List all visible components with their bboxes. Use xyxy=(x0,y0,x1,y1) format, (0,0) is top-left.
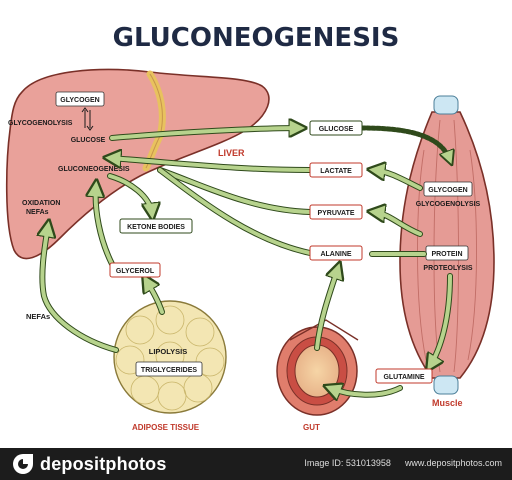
muscle-bottom-tendon xyxy=(433,375,459,395)
adipose-nefas-label: NEFAs xyxy=(26,312,50,321)
arrow-glucose-to-muscle xyxy=(359,125,450,160)
glucose-box xyxy=(309,120,363,136)
lactate-box xyxy=(309,162,363,178)
gluconeogenesis-diagram: GLUCONEOGENESIS LIVER GLYCOGEN GLYCOGENO… xyxy=(5,23,495,432)
ketone-bodies-box xyxy=(119,218,193,234)
alanine-label: ALANINE xyxy=(320,251,351,258)
liver-nefas-label: NEFAs xyxy=(26,209,49,216)
triglycerides-label: TRIGLYCERIDES xyxy=(141,367,197,374)
liver-glycogen-label: GLYCOGEN xyxy=(60,97,99,104)
triglycerides-box xyxy=(135,361,203,377)
muscle-organ xyxy=(399,95,495,395)
depositphotos-logo-icon xyxy=(13,454,33,474)
adipose-label: ADIPOSE TISSUE xyxy=(132,423,200,432)
muscle-glycogen-label: GLYCOGEN xyxy=(428,187,467,194)
arrow-pyruvate-to-liver xyxy=(157,167,313,215)
glutamine-label: GLUTAMINE xyxy=(383,374,424,381)
lactate-label: LACTATE xyxy=(320,168,352,175)
adipose-lipolysis-label: LIPOLYSIS xyxy=(149,347,188,356)
muscle-glycogenolysis-label: GLYCOGENOLYSIS xyxy=(416,201,481,208)
depositphotos-logo: depositphotos xyxy=(12,453,167,475)
muscle-proteolysis-label: PROTEOLYSIS xyxy=(423,265,472,272)
depositphotos-brand: depositphotos xyxy=(40,453,167,474)
gut-label: GUT xyxy=(303,423,320,432)
liver-glucose-label: GLUCOSE xyxy=(71,137,106,144)
alanine-box xyxy=(309,245,363,261)
site-url-text: www.depositphotos.com xyxy=(404,458,502,468)
image-id-text: Image ID: 531013958 xyxy=(304,458,391,468)
liver-glycogen-box xyxy=(55,91,105,107)
diagram-title: GLUCONEOGENESIS xyxy=(113,23,400,53)
pyruvate-box xyxy=(309,204,363,220)
glycerol-label: GLYCEROL xyxy=(116,268,155,275)
muscle-label: Muscle xyxy=(432,398,463,408)
liver-glycogenolysis-label: GLYCOGENOLYSIS xyxy=(8,120,73,127)
ketone-bodies-label: KETONE BODIES xyxy=(127,224,185,231)
liver-label: LIVER xyxy=(218,148,245,158)
muscle-glycogen-box xyxy=(423,181,473,197)
adipose-organ xyxy=(113,300,227,414)
liver-shape xyxy=(5,68,270,260)
muscle-top-tendon xyxy=(433,95,459,115)
footer-meta: Image ID: 531013958 www.depositphotos.co… xyxy=(304,458,502,468)
glutamine-box xyxy=(375,368,433,384)
glycerol-box xyxy=(109,262,161,278)
liver-gluconeogenesis-label: GLUCONEOGENESIS xyxy=(58,166,130,173)
glucose-label: GLUCOSE xyxy=(319,126,354,133)
metabolite-boxes: KETONE BODIES GLYCEROL GLUCOSE LACTATE P… xyxy=(109,120,433,384)
stock-footer-bar: depositphotos Image ID: 531013958 www.de… xyxy=(0,448,512,480)
liver-oxidation-label: OXIDATION xyxy=(22,200,60,207)
muscle-protein-label: PROTEIN xyxy=(431,251,462,258)
pyruvate-label: PYRUVATE xyxy=(317,210,354,217)
arrows-layer xyxy=(42,128,450,395)
